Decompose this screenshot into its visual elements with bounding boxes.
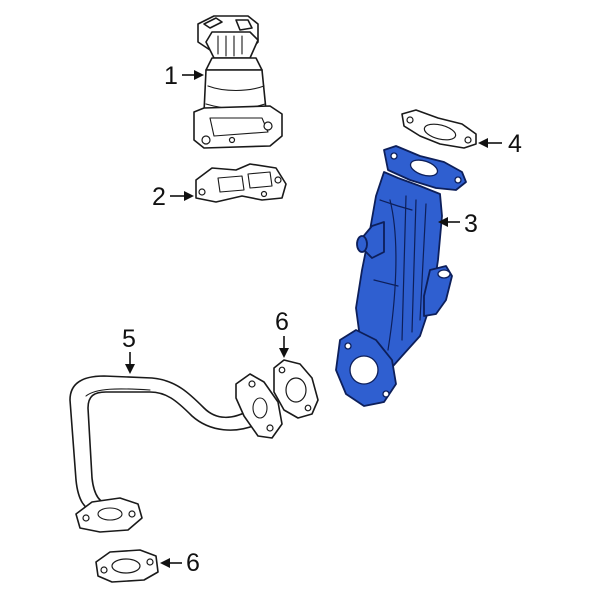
callout-5-number: 5 [122, 325, 136, 353]
egr-tube[interactable] [69, 373, 283, 533]
egr-cooler[interactable] [335, 145, 467, 407]
callout-6-upper: 6 [275, 308, 289, 358]
callout-1: 1 [164, 62, 204, 90]
callout-2: 2 [152, 183, 194, 211]
callout-1-number: 1 [164, 62, 178, 90]
egr-valve-gasket[interactable] [195, 163, 287, 203]
callout-6-upper-number: 6 [275, 308, 289, 336]
cooler-gasket[interactable] [401, 109, 477, 149]
callout-4-number: 4 [508, 130, 522, 158]
egr-valve[interactable] [193, 15, 283, 149]
callout-2-number: 2 [152, 183, 166, 211]
callout-6-lower: 6 [160, 549, 200, 577]
tube-gasket-upper[interactable] [273, 359, 319, 419]
callout-6-lower-number: 6 [186, 549, 200, 577]
tube-gasket-lower[interactable] [95, 549, 159, 583]
callout-3: 3 [438, 210, 478, 238]
callout-5: 5 [122, 325, 136, 374]
callout-4: 4 [478, 130, 522, 158]
callout-3-number: 3 [464, 210, 478, 238]
